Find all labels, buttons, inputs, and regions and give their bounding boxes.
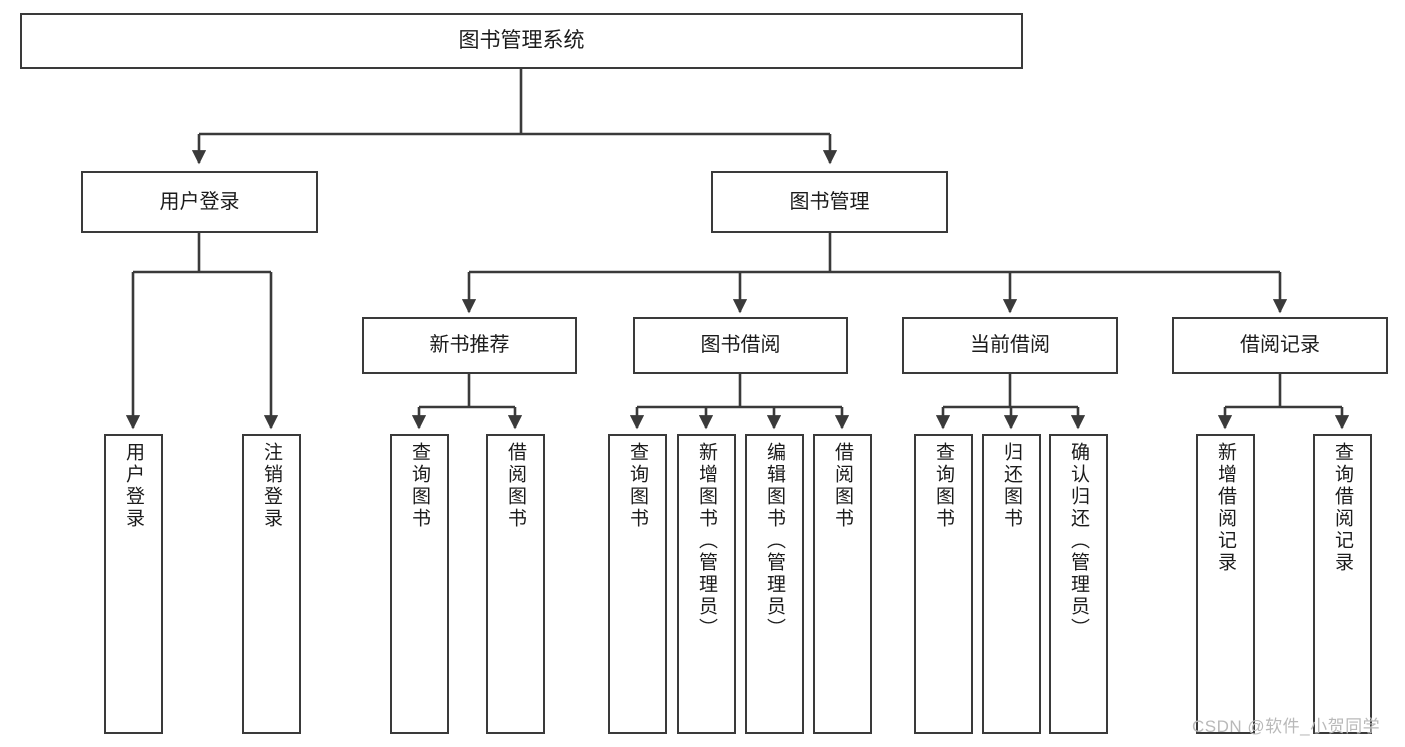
leaf-book-borrow-add[interactable]: 新增图书（管理员） xyxy=(677,434,736,734)
node-current-borrow[interactable]: 当前借阅 xyxy=(902,317,1118,374)
leaf-current-borrow-return[interactable]: 归还图书 xyxy=(982,434,1041,734)
node-label: 借阅图书 xyxy=(832,442,853,530)
node-borrow-record[interactable]: 借阅记录 xyxy=(1172,317,1388,374)
leaf-book-borrow-borrow[interactable]: 借阅图书 xyxy=(813,434,872,734)
node-user-login[interactable]: 用户登录 xyxy=(81,171,318,233)
node-label: 新增借阅记录 xyxy=(1215,442,1236,574)
leaf-user-login-logout[interactable]: 注销登录 xyxy=(242,434,301,734)
node-label: 用户登录 xyxy=(159,190,240,213)
leaf-user-login-login[interactable]: 用户登录 xyxy=(104,434,163,734)
node-label: 借阅记录 xyxy=(1240,334,1320,357)
node-label: 查询图书 xyxy=(933,442,954,530)
node-label: 当前借阅 xyxy=(970,334,1050,357)
node-root-system[interactable]: 图书管理系统 xyxy=(20,13,1023,69)
node-label: 用户登录 xyxy=(123,442,144,530)
node-label: 归还图书 xyxy=(1001,442,1022,530)
leaf-book-borrow-query[interactable]: 查询图书 xyxy=(608,434,667,734)
leaf-borrow-record-query[interactable]: 查询借阅记录 xyxy=(1313,434,1372,734)
leaf-book-borrow-edit[interactable]: 编辑图书（管理员） xyxy=(745,434,804,734)
node-new-book-recommend[interactable]: 新书推荐 xyxy=(362,317,577,374)
leaf-new-book-borrow[interactable]: 借阅图书 xyxy=(486,434,545,734)
node-label: 借阅图书 xyxy=(505,442,526,530)
node-book-borrow[interactable]: 图书借阅 xyxy=(633,317,848,374)
node-label: 编辑图书（管理员） xyxy=(764,442,785,640)
node-label: 查询图书 xyxy=(627,442,648,530)
node-label: 新增图书（管理员） xyxy=(696,442,717,640)
node-label: 图书管理系统 xyxy=(458,29,585,53)
node-label: 新书推荐 xyxy=(429,334,510,357)
leaf-borrow-record-add[interactable]: 新增借阅记录 xyxy=(1196,434,1255,734)
node-label: 注销登录 xyxy=(261,442,282,530)
leaf-current-borrow-confirm-return[interactable]: 确认归还（管理员） xyxy=(1049,434,1108,734)
node-label: 查询借阅记录 xyxy=(1332,442,1353,574)
node-book-management[interactable]: 图书管理 xyxy=(711,171,948,233)
node-label: 图书借阅 xyxy=(700,334,781,357)
leaf-new-book-query[interactable]: 查询图书 xyxy=(390,434,449,734)
node-label: 查询图书 xyxy=(409,442,430,530)
node-label: 图书管理 xyxy=(789,190,870,213)
leaf-current-borrow-query[interactable]: 查询图书 xyxy=(914,434,973,734)
node-label: 确认归还（管理员） xyxy=(1068,442,1089,640)
watermark: CSDN @软件_小贺同学 xyxy=(1192,717,1381,736)
